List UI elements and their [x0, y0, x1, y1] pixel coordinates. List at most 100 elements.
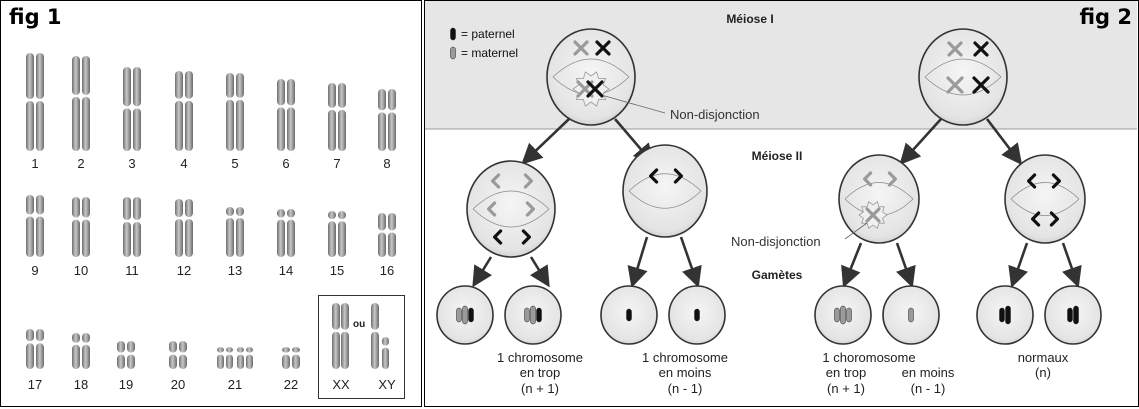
karyotype-chromosomes: [26, 53, 396, 369]
chromatid: [493, 229, 503, 245]
meiosis1-band: [425, 1, 1137, 129]
sex-chromosome-box: [318, 295, 405, 399]
pair-number: 10: [73, 263, 89, 278]
gamete-chromosome: [468, 307, 474, 323]
gamete-normal-a: [976, 285, 1034, 345]
gamete-chromosome: [456, 307, 462, 323]
chromosome: [133, 67, 141, 151]
chromosome: [175, 199, 183, 257]
pair-number: 5: [231, 156, 239, 171]
nondisjunction-label-2: Non-disjonction: [731, 234, 821, 249]
pair-number: 14: [278, 263, 294, 278]
nondisjunction-label-1: Non-disjonction: [670, 107, 760, 122]
chromosome: [123, 67, 131, 151]
pair-number: 16: [379, 263, 395, 278]
pair-number: 1: [31, 156, 39, 171]
fig1-label: fig 1: [9, 5, 62, 29]
chromosome: [226, 207, 234, 257]
chromosome: [26, 329, 34, 369]
pair-number: 7: [333, 156, 341, 171]
chromosome-x: [973, 41, 989, 57]
arrow: [521, 118, 570, 165]
gamete-chromosome: [626, 308, 632, 322]
chromosome: [292, 347, 300, 369]
pair-number: 22: [283, 377, 299, 392]
pair-number: 20: [170, 377, 186, 392]
chromosome: [237, 347, 244, 369]
legend-paternal-label: = paternel: [461, 27, 515, 41]
chromatid: [521, 229, 531, 245]
legend-paternal-swatch: [450, 27, 456, 41]
caption-m2-line1: 1 choromosome: [822, 350, 915, 365]
chromosome: [36, 329, 44, 369]
gamete-chromosome: [1073, 305, 1079, 325]
chromatid: [1051, 173, 1061, 189]
chromatid: [525, 201, 535, 217]
pair-number: 12: [176, 263, 192, 278]
chromosome: [277, 79, 285, 151]
gamete-chromosome: [524, 307, 530, 323]
arrow: [1061, 242, 1082, 288]
chromosome: [82, 333, 90, 369]
caption-normal-line1: normaux: [1018, 350, 1069, 365]
chromosome: [36, 53, 44, 151]
caption-plus-line1: 1 chromosome: [497, 350, 583, 365]
caption-normal-line2: (n): [1035, 365, 1051, 380]
sex-label-or: ou: [353, 319, 366, 330]
cell-meiosis2-c: [838, 154, 920, 244]
gamete-chromosome: [536, 307, 542, 323]
nondisjunction-pointer: [604, 95, 666, 114]
chromatid: [887, 171, 897, 187]
pair-number: 6: [282, 156, 290, 171]
stage-meiose-2: Méiose II: [752, 149, 803, 163]
chromosome: [378, 89, 386, 151]
chromosome-x: [865, 207, 881, 223]
chromosome-x: [947, 41, 963, 57]
chromosome: [328, 211, 336, 257]
chromosome: [277, 209, 285, 257]
pair-number: 3: [128, 156, 136, 171]
chromosome-x: [972, 76, 990, 94]
chromosome: [378, 213, 386, 257]
arrow: [679, 236, 702, 288]
chromosome: [236, 73, 244, 151]
chromosome: [82, 56, 90, 151]
gamete-chromosome: [1005, 305, 1011, 325]
gamete-normal-b: [1044, 285, 1102, 345]
chromatid: [491, 173, 501, 189]
chromosome: [338, 83, 346, 151]
chromosome: [175, 71, 183, 151]
chromosome: [236, 207, 244, 257]
chromosome: [72, 333, 80, 369]
chromatid: [487, 201, 497, 217]
chromosome: [133, 197, 141, 257]
arrow: [1008, 242, 1029, 288]
cell-meiosis2-a: [466, 160, 556, 258]
gamete-chromosome: [1067, 307, 1073, 323]
caption-plus-line3: (n + 1): [521, 381, 559, 396]
chromatid: [523, 173, 533, 189]
chromosome: [226, 73, 234, 151]
pair-number: 18: [73, 377, 89, 392]
stage-meiose-1: Méiose I: [726, 12, 773, 26]
nondisjunction-star: [572, 71, 610, 107]
arrow: [472, 256, 493, 288]
caption-minus-line1: 1 chromosome: [642, 350, 728, 365]
gamete-chromosome: [530, 305, 536, 325]
pair-number: 17: [27, 377, 43, 392]
pair-number: 21: [227, 377, 243, 392]
chromosome: [72, 197, 80, 257]
sex-label-xy: XY: [378, 377, 396, 392]
chromosome: [26, 53, 34, 151]
chromosome: [169, 341, 177, 369]
chromosome-x: [946, 76, 964, 94]
meiosis-diagram: Méiose I Méiose II Gamètes = paternel = …: [425, 1, 1137, 396]
chromosome: [388, 213, 396, 257]
chromatid: [649, 168, 659, 184]
chromatid: [1027, 173, 1037, 189]
gamete-chromosome: [908, 307, 914, 323]
gamete-chromosome: [834, 307, 840, 323]
chromosome-x: [573, 40, 589, 56]
pair-number: 15: [329, 263, 345, 278]
